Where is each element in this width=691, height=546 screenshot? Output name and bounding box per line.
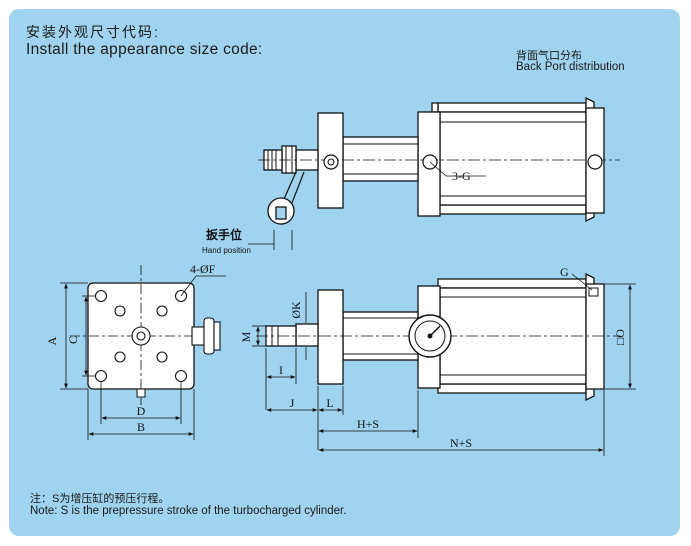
label-3g: 3-G <box>452 169 471 183</box>
label-hs: H+S <box>357 417 379 431</box>
side-port-g <box>588 287 599 297</box>
label-l: L <box>326 396 333 410</box>
label-a: A <box>45 336 59 345</box>
wrench-icon <box>267 197 295 225</box>
top-barrel <box>439 111 587 206</box>
hand-position-en: Hand position <box>202 246 251 255</box>
label-o: □O <box>613 329 627 345</box>
pressure-gauge-icon <box>408 314 452 358</box>
top-port-rear <box>587 154 603 170</box>
side-tie-rod-lower <box>437 383 587 394</box>
label-g: G <box>560 265 569 279</box>
adjust-knob <box>191 317 221 355</box>
title-en: Install the appearance size code: <box>26 41 263 58</box>
top-tie-rod-upper <box>437 102 587 113</box>
top-view-cylinder <box>263 96 605 223</box>
top-tie-rod-lower <box>437 204 587 215</box>
label-ns: N+S <box>450 436 472 450</box>
label-i: I <box>279 363 283 377</box>
flange-holes <box>94 289 188 383</box>
label-b: B <box>137 420 145 434</box>
back-port-label-cn: 背面气口分布 <box>516 50 582 62</box>
label-d: D <box>137 404 146 418</box>
top-rod-nut <box>281 145 297 174</box>
hand-position-cn: 扳手位 <box>206 227 242 242</box>
label-c: C <box>66 336 80 344</box>
side-rod <box>295 323 319 347</box>
side-rear-cap <box>585 283 605 390</box>
note-cn: 注：S为增压缸的预压行程。 <box>30 493 170 505</box>
note-en: Note: S is the prepressure stroke of the… <box>30 505 347 517</box>
back-port-label-en: Back Port distribution <box>516 61 625 73</box>
label-j: J <box>290 396 295 410</box>
side-tie-rod-upper <box>437 278 587 289</box>
side-front-plate <box>317 289 344 385</box>
title-cn: 安装外观尺寸代码: <box>26 24 160 40</box>
label-m: M <box>239 331 253 342</box>
label-k: ØK <box>289 301 303 319</box>
top-port-front <box>323 154 339 170</box>
label-holes: 4-ØF <box>190 262 216 276</box>
